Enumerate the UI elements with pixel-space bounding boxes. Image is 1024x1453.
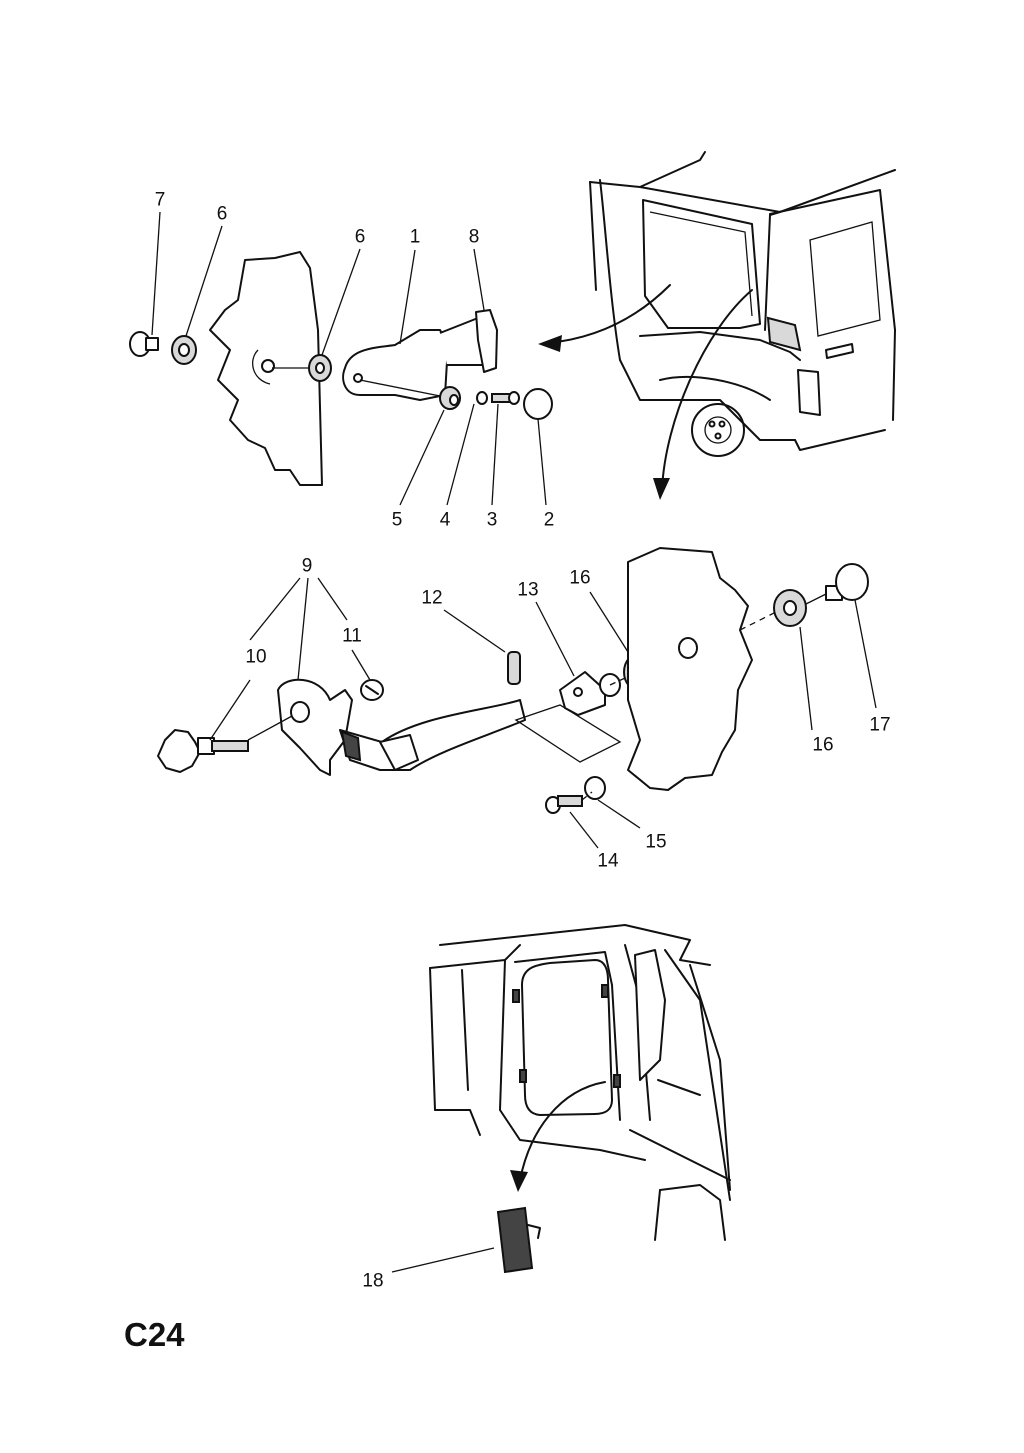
- callout-12: 12: [421, 587, 443, 609]
- callout-4: 4: [439, 509, 451, 531]
- callout-9: 9: [301, 555, 313, 577]
- callout-16-right: 16: [812, 734, 834, 756]
- callout-7: 7: [154, 189, 166, 211]
- callout-6-right: 6: [354, 226, 366, 248]
- upper-assembly: [129, 211, 553, 506]
- callout-5: 5: [391, 509, 403, 531]
- vehicle-rear-view: [538, 151, 896, 500]
- callout-3: 3: [486, 509, 498, 531]
- callout-15: 15: [645, 831, 667, 853]
- callout-1: 1: [409, 226, 421, 248]
- callout-8: 8: [468, 226, 480, 248]
- page-code: C24: [124, 1316, 185, 1353]
- callout-11: 11: [342, 625, 362, 647]
- callout-2: 2: [543, 509, 555, 531]
- vehicle-side-view: [391, 924, 731, 1274]
- callout-14: 14: [597, 850, 619, 872]
- callout-6-left: 6: [216, 203, 228, 225]
- middle-assembly: [157, 547, 877, 849]
- callout-16-left: 16: [569, 567, 591, 589]
- callout-10: 10: [245, 646, 267, 668]
- callout-18: 18: [362, 1270, 384, 1292]
- callout-17: 17: [869, 714, 891, 736]
- callout-13: 13: [517, 579, 539, 601]
